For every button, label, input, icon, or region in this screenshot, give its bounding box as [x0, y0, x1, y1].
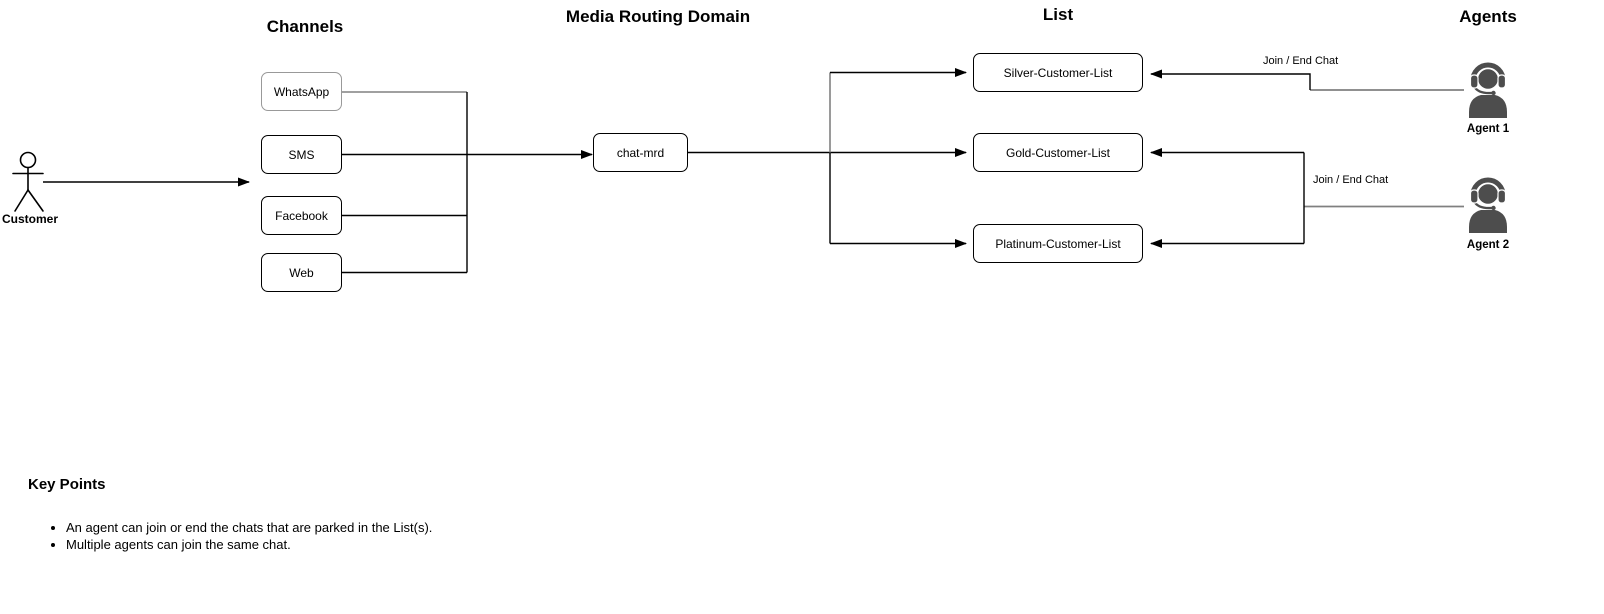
node-facebook[interactable]: Facebook — [261, 196, 342, 235]
heading-list: List — [1042, 5, 1074, 24]
node-web[interactable]: Web — [261, 253, 342, 292]
agent-1-label: Agent 1 — [1466, 123, 1510, 135]
edge-agent1-step — [1150, 69, 1311, 90]
customer-actor-icon[interactable] — [12, 151, 44, 212]
key-points-list: An agent can join or end the chats that … — [48, 519, 666, 553]
node-chat-mrd[interactable]: chat-mrd — [593, 133, 688, 172]
heading-agents: Agents — [1459, 7, 1517, 26]
key-point-item: An agent can join or end the chats that … — [66, 519, 666, 536]
node-sms[interactable]: SMS — [261, 135, 342, 174]
heading-channels: Channels — [266, 17, 344, 36]
agent-1-icon[interactable] — [1469, 62, 1507, 118]
key-points-section: Key Points An agent can join or end the … — [28, 476, 432, 552]
node-whatsapp[interactable]: WhatsApp — [261, 72, 342, 111]
agent-2-icon[interactable] — [1469, 177, 1507, 233]
node-platinum-customer-list[interactable]: Platinum-Customer-List — [973, 224, 1143, 263]
node-gold-customer-list[interactable]: Gold-Customer-List — [973, 133, 1143, 172]
edge-label-agent2-join-end-chat: Join / End Chat — [1311, 174, 1391, 186]
key-points-title: Key Points — [28, 476, 106, 493]
customer-label: Customer — [1, 212, 59, 226]
agent-2-label: Agent 2 — [1466, 239, 1510, 251]
node-silver-customer-list[interactable]: Silver-Customer-List — [973, 53, 1143, 92]
heading-media-routing-domain: Media Routing Domain — [565, 7, 751, 26]
key-point-item: Multiple agents can join the same chat. — [66, 536, 666, 553]
edge-label-agent1-join-end-chat: Join / End Chat — [1261, 55, 1341, 67]
